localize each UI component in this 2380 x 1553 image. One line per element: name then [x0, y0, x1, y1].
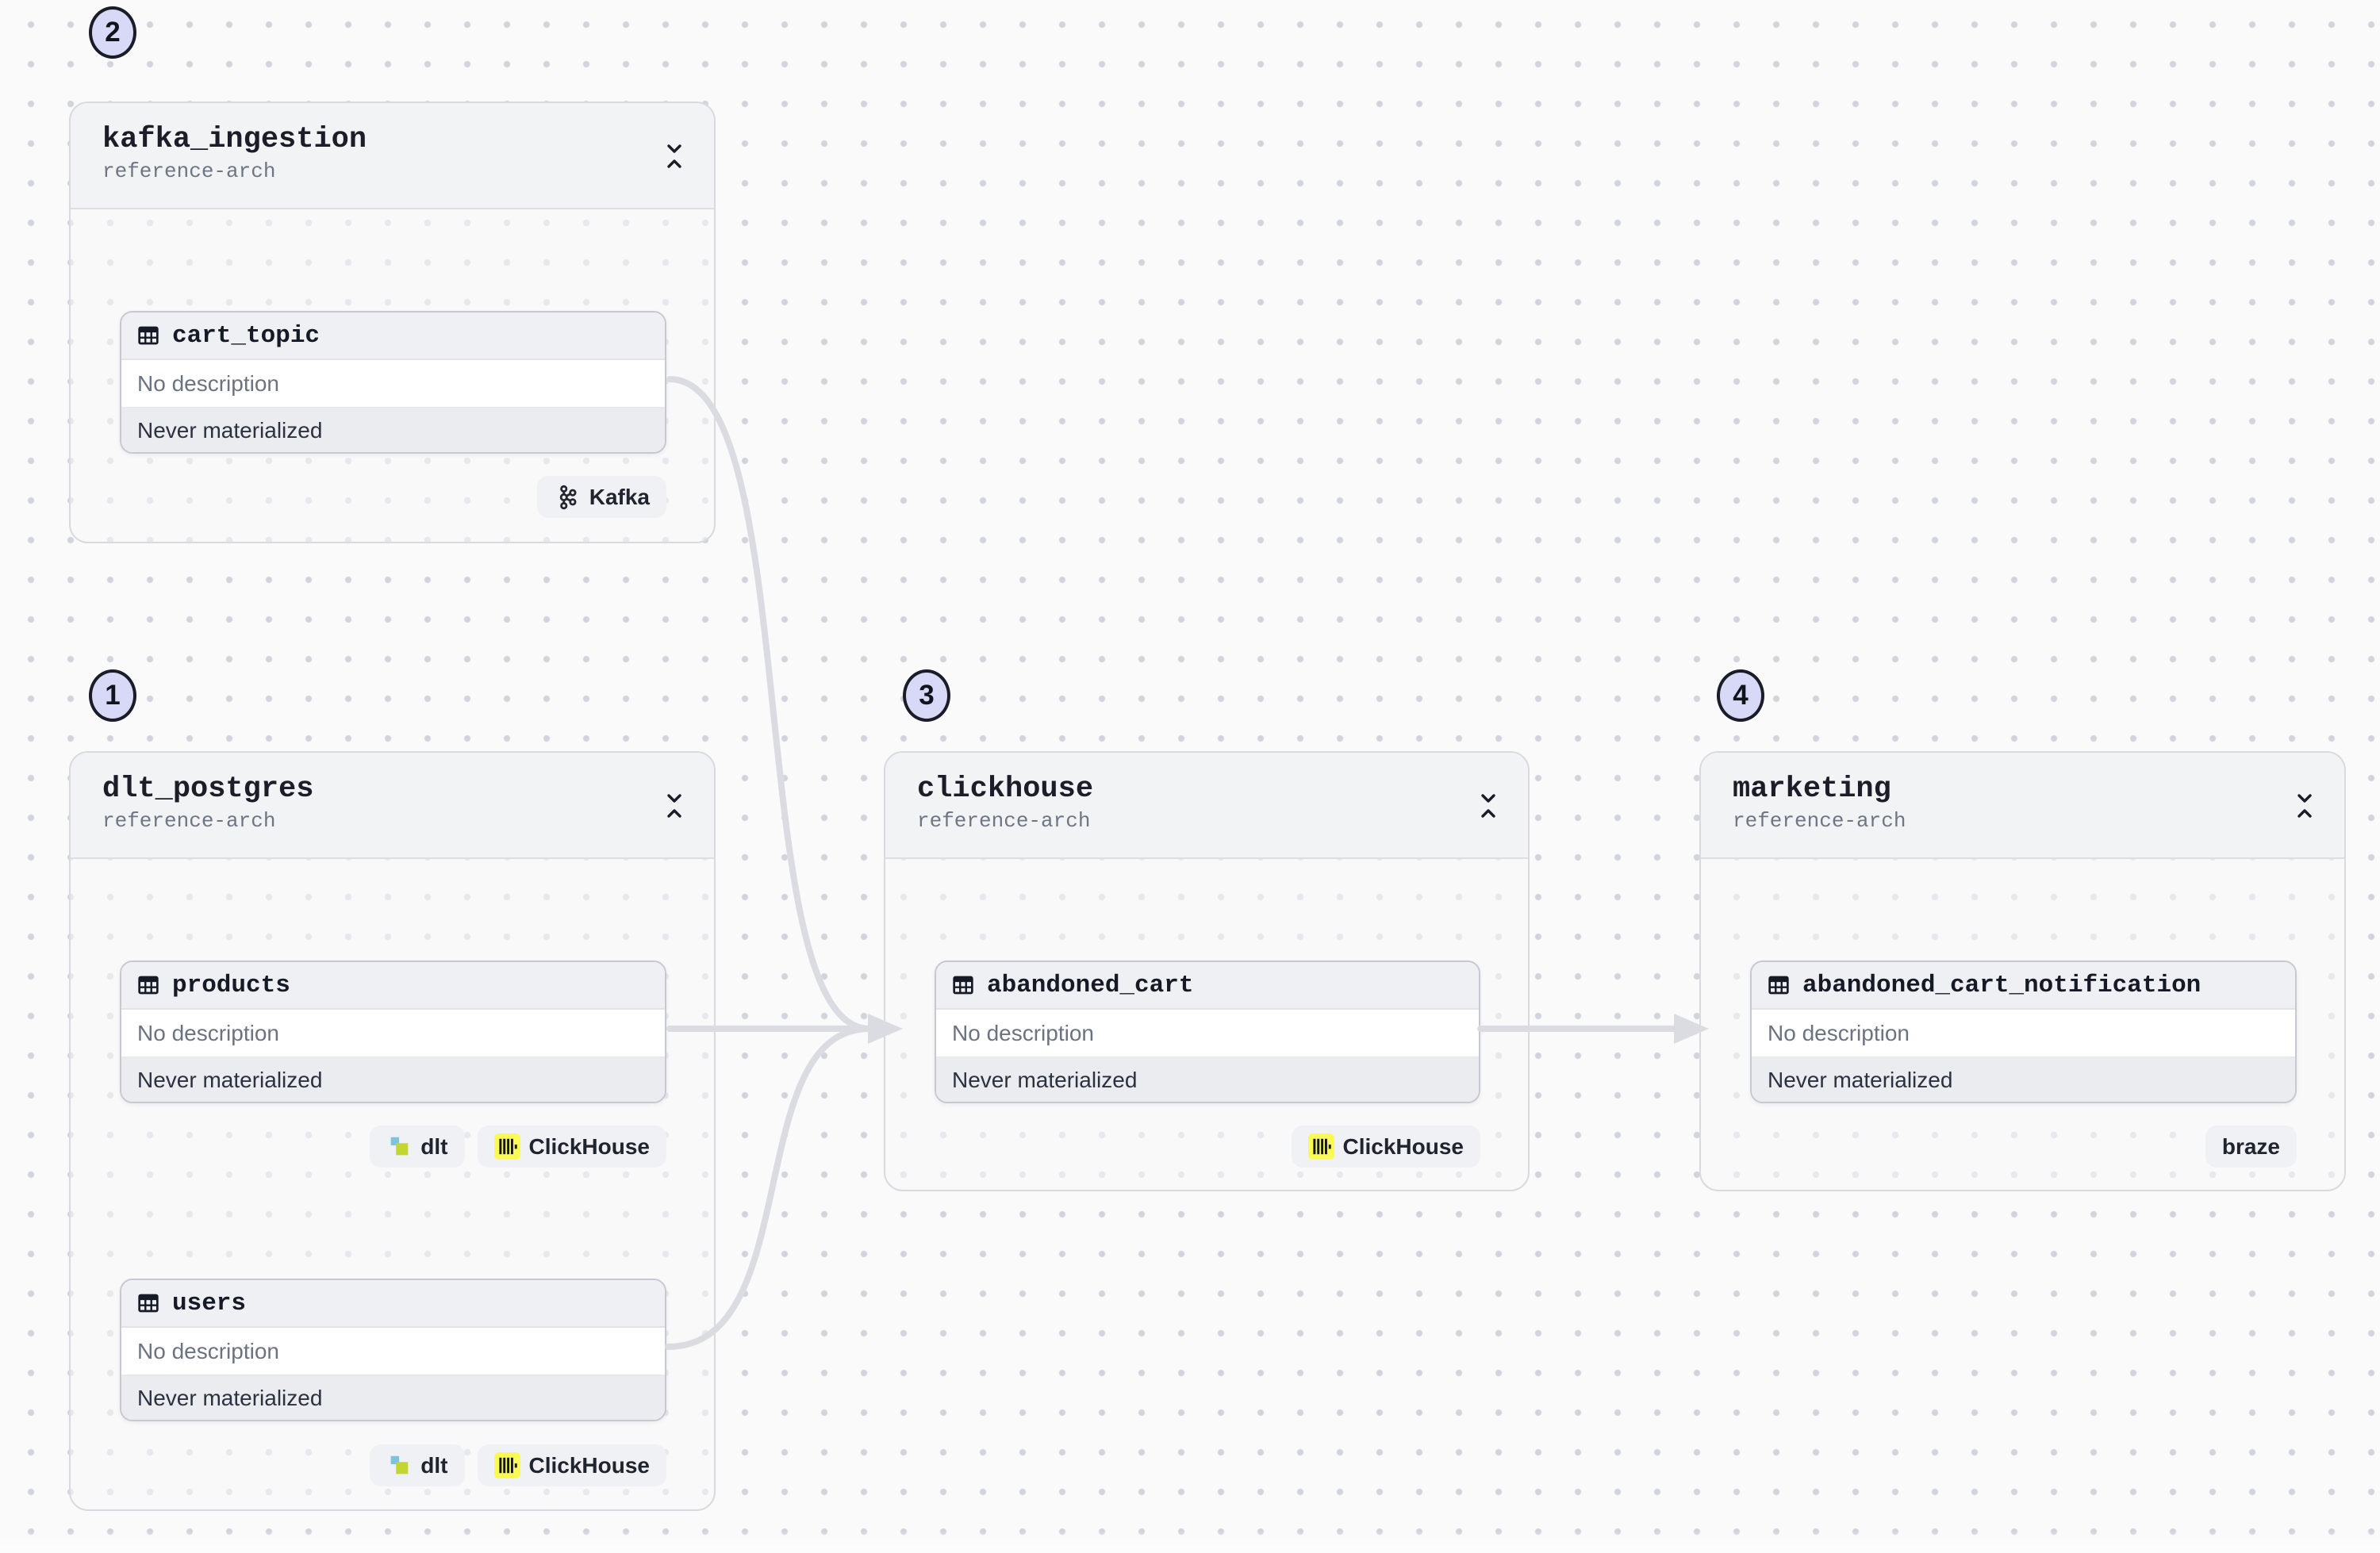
- group-title: kafka_ingestion: [102, 123, 367, 156]
- group-subtitle: reference-arch: [1733, 808, 1906, 833]
- asset-name: cart_topic: [172, 321, 321, 350]
- dlt-icon: [386, 1134, 412, 1160]
- tag-clickhouse[interactable]: ClickHouse: [1291, 1125, 1480, 1168]
- tag-label: ClickHouse: [528, 1452, 651, 1478]
- table-icon: [1766, 972, 1791, 998]
- asset-node-header: abandoned_cart: [936, 962, 1479, 1010]
- group-header[interactable]: clickhouse reference-arch: [885, 753, 1528, 859]
- group-body: abandoned_cart_notification No descripti…: [1701, 859, 2344, 1190]
- asset-node-abandoned-cart[interactable]: abandoned_cart No description Never mate…: [935, 961, 1480, 1103]
- kafka-icon: [554, 484, 581, 511]
- group-body: abandoned_cart No description Never mate…: [885, 859, 1528, 1190]
- asset-name: abandoned_cart: [987, 971, 1194, 999]
- asset-node-header: users: [121, 1280, 665, 1328]
- asset-status: Never materialized: [121, 408, 665, 452]
- tag-label: ClickHouse: [1342, 1133, 1464, 1159]
- step-badge-1: 1: [89, 669, 136, 722]
- asset-status: Never materialized: [1752, 1058, 2295, 1102]
- asset-node-header: abandoned_cart_notification: [1752, 962, 2295, 1010]
- clickhouse-icon: [493, 1133, 520, 1160]
- step-badge-2: 2: [89, 6, 136, 59]
- asset-name: users: [172, 1289, 247, 1317]
- tag-dlt[interactable]: dlt: [370, 1125, 465, 1168]
- tag-row: ClickHouse: [1291, 1125, 1480, 1168]
- collapse-icon[interactable]: [1479, 792, 1498, 819]
- tag-braze[interactable]: braze: [2205, 1125, 2297, 1168]
- group-subtitle: reference-arch: [102, 159, 276, 183]
- clickhouse-icon: [1307, 1133, 1334, 1160]
- asset-name: abandoned_cart_notification: [1802, 971, 2202, 999]
- canvas-bottom-fade: [0, 1531, 2380, 1553]
- tag-clickhouse[interactable]: ClickHouse: [477, 1125, 666, 1168]
- tag-dlt[interactable]: dlt: [370, 1444, 465, 1486]
- group-body: products No description Never materializ…: [71, 859, 714, 1509]
- step-badge-3: 3: [903, 669, 950, 722]
- clickhouse-icon: [493, 1452, 520, 1478]
- collapse-icon[interactable]: [665, 792, 684, 819]
- group-header[interactable]: marketing reference-arch: [1701, 753, 2344, 859]
- collapse-icon[interactable]: [2295, 792, 2314, 819]
- group-header[interactable]: kafka_ingestion reference-arch: [71, 103, 714, 209]
- tag-row: Kafka: [536, 476, 666, 518]
- asset-description: No description: [121, 1328, 665, 1376]
- tag-label: Kafka: [589, 484, 650, 509]
- asset-group-marketing: marketing reference-arch abandoned_cart_…: [1699, 751, 2346, 1191]
- asset-node-users[interactable]: users No description Never materialized: [120, 1279, 666, 1421]
- asset-name: products: [172, 971, 290, 999]
- table-icon: [136, 323, 161, 348]
- tag-label: dlt: [420, 1133, 448, 1159]
- asset-status: Never materialized: [936, 1058, 1479, 1102]
- group-body: cart_topic No description Never material…: [71, 209, 714, 542]
- asset-status: Never materialized: [121, 1376, 665, 1420]
- group-header[interactable]: dlt_postgres reference-arch: [71, 753, 714, 859]
- asset-group-kafka-ingestion: kafka_ingestion reference-arch cart_topi…: [69, 102, 716, 543]
- tag-row: braze: [2205, 1125, 2297, 1168]
- tag-label: braze: [2221, 1133, 2280, 1159]
- asset-node-header: products: [121, 962, 665, 1010]
- tag-row: dlt ClickHouse: [370, 1444, 666, 1486]
- group-title: dlt_postgres: [102, 773, 314, 806]
- tag-clickhouse[interactable]: ClickHouse: [477, 1444, 666, 1486]
- asset-node-header: cart_topic: [121, 313, 665, 360]
- step-badge-4: 4: [1717, 669, 1764, 722]
- tag-kafka[interactable]: Kafka: [536, 476, 666, 518]
- asset-description: No description: [936, 1010, 1479, 1058]
- asset-status: Never materialized: [121, 1058, 665, 1102]
- group-title: marketing: [1733, 773, 1891, 806]
- dlt-icon: [386, 1453, 412, 1478]
- group-subtitle: reference-arch: [917, 808, 1091, 833]
- asset-description: No description: [121, 360, 665, 408]
- asset-group-clickhouse: clickhouse reference-arch abandoned_cart…: [884, 751, 1530, 1191]
- collapse-icon[interactable]: [665, 143, 684, 170]
- tag-label: ClickHouse: [528, 1133, 651, 1159]
- asset-group-dlt-postgres: dlt_postgres reference-arch products No …: [69, 751, 716, 1511]
- tag-row: dlt ClickHouse: [370, 1125, 666, 1168]
- table-icon: [136, 1290, 161, 1316]
- group-subtitle: reference-arch: [102, 808, 276, 833]
- asset-description: No description: [121, 1010, 665, 1058]
- asset-node-abandoned-cart-notification[interactable]: abandoned_cart_notification No descripti…: [1750, 961, 2297, 1103]
- asset-node-cart-topic[interactable]: cart_topic No description Never material…: [120, 311, 666, 454]
- table-icon: [950, 972, 976, 998]
- asset-node-products[interactable]: products No description Never materializ…: [120, 961, 666, 1103]
- table-icon: [136, 972, 161, 998]
- asset-description: No description: [1752, 1010, 2295, 1058]
- tag-label: dlt: [420, 1452, 448, 1478]
- group-title: clickhouse: [917, 773, 1094, 806]
